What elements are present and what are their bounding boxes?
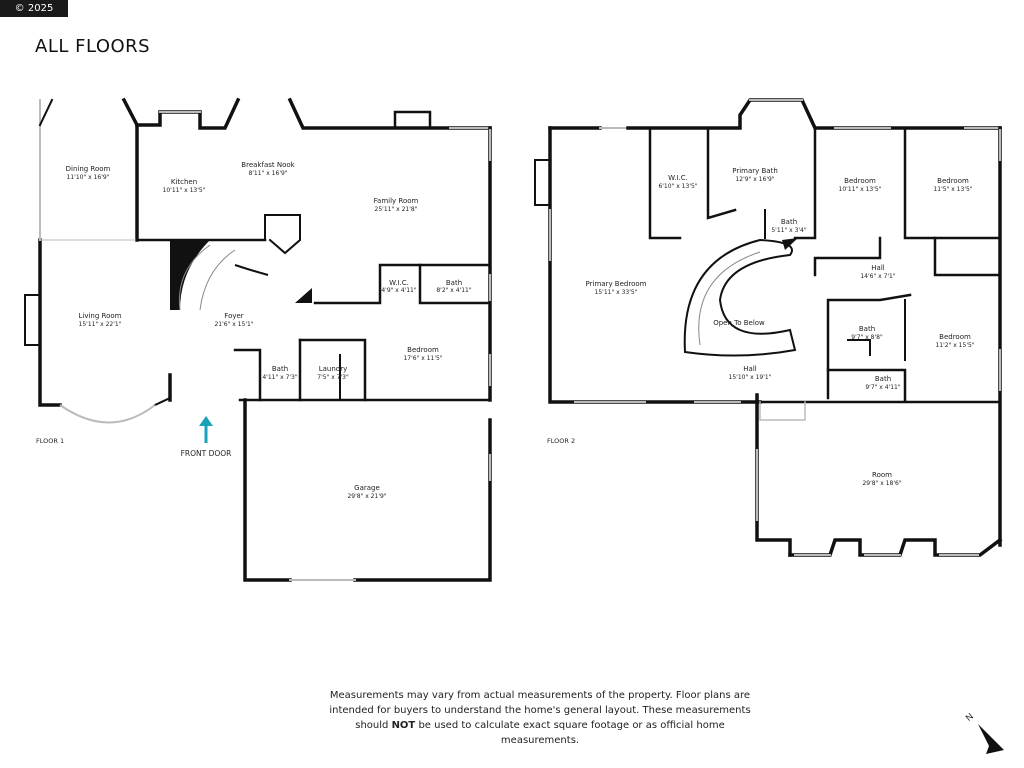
room-name: Primary Bath xyxy=(732,167,778,175)
room-dim: 11'2" x 15'5" xyxy=(935,342,974,349)
room-dim: 29'8" x 21'9" xyxy=(347,493,386,500)
floor-1-room-labels: Dining Room 11'10" x 16'9" Kitchen 10'11… xyxy=(66,161,472,500)
floor-2-plan xyxy=(534,98,1003,557)
room-name: Hall xyxy=(743,365,756,373)
room-name: Bath xyxy=(446,279,462,287)
disclaimer-line: intended for buyers to understand the ho… xyxy=(329,705,751,716)
room-dim: 29'8" x 18'6" xyxy=(862,480,901,487)
room-name: Bath xyxy=(272,365,288,373)
room-name: Open To Below xyxy=(713,319,765,327)
room-name: W.I.C. xyxy=(668,174,688,182)
room-name: Bath xyxy=(781,218,797,226)
open-to-below-stair xyxy=(683,238,797,357)
room-name: Primary Bedroom xyxy=(586,280,647,288)
room-dim: 8'2" x 4'11" xyxy=(436,287,472,294)
room-dim: 14'6" x 7'1" xyxy=(860,273,896,280)
room-name: Kitchen xyxy=(171,178,197,186)
room-dim: 9'7" x 8'8" xyxy=(851,334,883,341)
front-door-arrow-icon xyxy=(199,416,213,443)
room-name: Garage xyxy=(354,484,380,492)
disclaimer-line: Measurements may vary from actual measur… xyxy=(329,690,751,701)
room-name: Bath xyxy=(875,375,891,383)
room-dim: 25'11" x 21'8" xyxy=(375,206,418,213)
room-dim: 7'5" x 7'3" xyxy=(317,374,349,381)
copyright-badge: © 2025 CCAR xyxy=(0,0,68,31)
disclaimer-line: should NOT be used to calculate exact sq… xyxy=(320,718,760,748)
room-name: Laundry xyxy=(319,365,348,373)
disclaimer-text: Measurements may vary from actual measur… xyxy=(320,688,760,748)
room-name: Hall xyxy=(871,264,884,272)
room-dim: 4'9" x 4'11" xyxy=(381,287,417,294)
front-door-label: FRONT DOOR xyxy=(181,449,232,458)
staircase-steps xyxy=(178,244,236,311)
room-dim: 9'7" x 4'11" xyxy=(865,384,901,391)
room-dim: 8'11" x 16'9" xyxy=(248,170,287,177)
living-room-bay xyxy=(59,404,156,424)
room-dim: 11'5" x 13'5" xyxy=(933,186,972,193)
room-name: W.I.C. xyxy=(389,279,409,287)
room-dim: 15'11" x 22'1" xyxy=(79,321,122,328)
room-name: Room xyxy=(872,471,892,479)
room-name: Foyer xyxy=(224,312,244,320)
room-name: Bath xyxy=(859,325,875,333)
floor-plans: FRONT DOOR FLOOR 1 Dining Room 11'10" x … xyxy=(24,97,1003,582)
disclaimer-post: be used to calculate exact square footag… xyxy=(415,720,725,746)
disclaimer-bold: NOT xyxy=(391,720,416,731)
floor-2-label: FLOOR 2 xyxy=(547,437,575,445)
north-arrow-icon: N xyxy=(962,711,1010,762)
room-dim: 10'11" x 13'5" xyxy=(839,186,882,193)
room-dim: 15'10" x 19'1" xyxy=(729,374,772,381)
room-name: Dining Room xyxy=(66,165,111,173)
room-dim: 11'10" x 16'9" xyxy=(67,174,110,181)
disclaimer-pre: should xyxy=(355,720,392,731)
room-name: Bedroom xyxy=(844,177,876,185)
room-dim: 5'11" x 3'4" xyxy=(771,227,807,234)
room-name: Bedroom xyxy=(937,177,969,185)
page-title: ALL FLOORS xyxy=(35,36,151,57)
room-name: Living Room xyxy=(79,312,122,320)
floor-1-label: FLOOR 1 xyxy=(36,437,64,445)
room-name: Bedroom xyxy=(939,333,971,341)
floor-2-room-labels: Primary Bedroom 15'11" x 33'5" W.I.C. 6'… xyxy=(586,167,975,487)
room-name: Bedroom xyxy=(407,346,439,354)
room-name: Family Room xyxy=(374,197,419,205)
room-dim: 17'6" x 11'5" xyxy=(403,355,442,362)
staircase-floor1 xyxy=(170,240,210,310)
room-dim: 6'10" x 13'5" xyxy=(658,183,697,190)
room-dim: 21'6" x 15'1" xyxy=(214,321,253,328)
room-dim: 12'9" x 16'9" xyxy=(735,176,774,183)
room-dim: 4'11" x 7'3" xyxy=(262,374,298,381)
floor-1-plan xyxy=(24,97,492,582)
room-dim: 10'11" x 13'5" xyxy=(163,187,206,194)
room-name: Breakfast Nook xyxy=(241,161,295,169)
room-dim: 15'11" x 33'5" xyxy=(595,289,638,296)
